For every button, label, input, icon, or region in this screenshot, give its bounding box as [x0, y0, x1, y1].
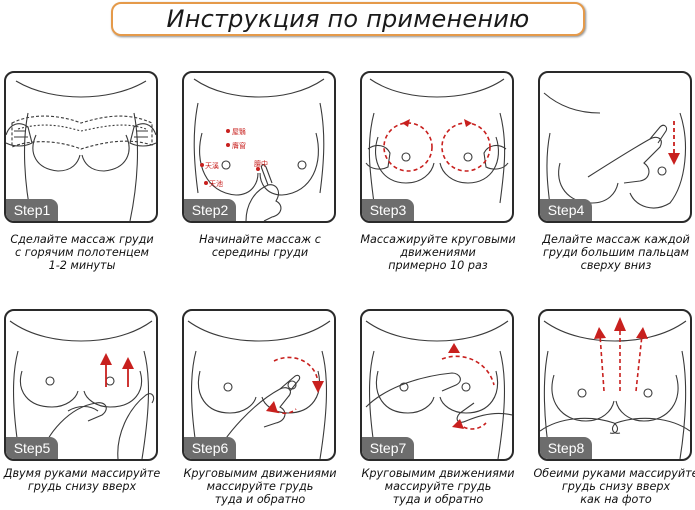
- step-caption: Двумя руками массируйте грудь снизу ввер…: [3, 467, 161, 493]
- step-caption: Круговымим движениями массируйте грудь т…: [361, 467, 515, 506]
- step-panel-2: 屋翳 膺窗 天溪 膻中 天池 Step2: [182, 71, 336, 223]
- step-badge: Step4: [540, 199, 592, 221]
- step-caption: Делайте массаж каждой груди большим паль…: [542, 233, 690, 272]
- step-badge: Step1: [6, 199, 58, 221]
- step-panel-4: Step4: [538, 71, 692, 223]
- step-panel-8: Step8: [538, 309, 692, 461]
- step-caption: Начинайте массаж с середины груди: [199, 233, 321, 259]
- step-caption: Массажируйте круговыми движениями пример…: [360, 233, 516, 272]
- page-title: Инструкция по применению: [166, 5, 530, 33]
- step-caption: Сделайте массаж груди с горячим полотенц…: [10, 233, 154, 272]
- step-caption: Обеими руками массируйте грудь снизу вве…: [533, 467, 695, 506]
- illustration-towel-massage: [6, 80, 156, 221]
- step-badge: Step5: [6, 437, 58, 459]
- illustration-two-hands-lift: [540, 317, 690, 459]
- illustration-acupoints: 屋翳 膺窗 天溪 膻中 天池: [193, 78, 325, 221]
- title-banner: Инструкция по применению: [111, 2, 585, 36]
- step-badge: Step6: [184, 437, 236, 459]
- illustration-circular-massage: [365, 78, 509, 204]
- acupoint-label: 膺窗: [232, 141, 246, 150]
- acupoint-label: 屋翳: [232, 128, 246, 136]
- step-panel-3: Step3: [360, 71, 514, 223]
- acupoint-label: 膻中: [254, 159, 268, 168]
- step-panel-7: Step7: [360, 309, 514, 461]
- step-badge: Step2: [184, 199, 236, 221]
- step-caption: Круговымим движениями массируйте грудь т…: [183, 467, 337, 506]
- step-badge: Step7: [362, 437, 414, 459]
- illustration-circular-both-directions: [187, 320, 331, 459]
- step-panel-6: Step6: [182, 309, 336, 461]
- acupoint-label: 天溪: [205, 161, 219, 170]
- step-badge: Step3: [362, 199, 414, 221]
- step-panel-5: Step5: [4, 309, 158, 461]
- step-panel-1: Step1: [4, 71, 158, 223]
- step-badge: Step8: [540, 437, 592, 459]
- acupoint-label: 天池: [209, 179, 223, 188]
